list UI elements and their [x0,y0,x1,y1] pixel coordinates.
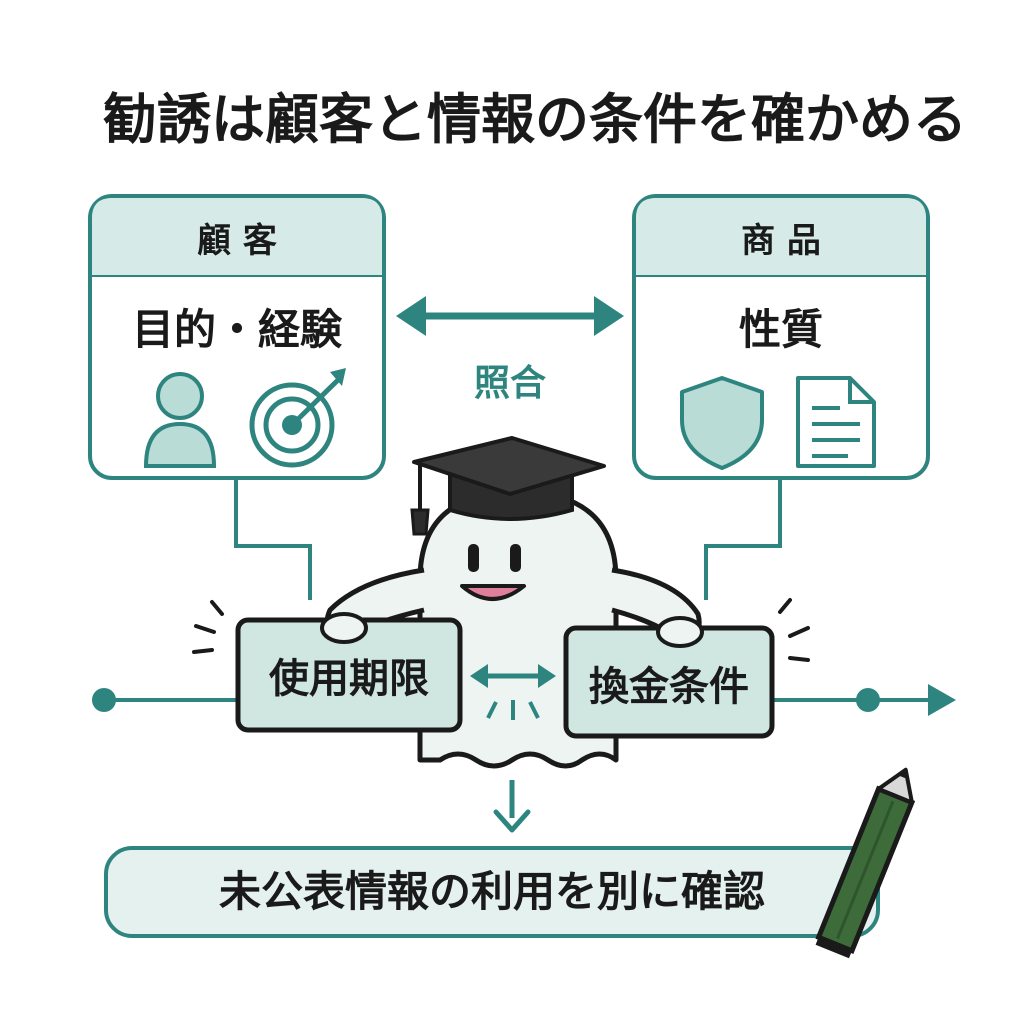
timeline [92,684,956,716]
graduation-cap-icon [410,436,606,536]
document-icon [796,376,876,468]
customer-box-header: 顧 客 [197,221,277,261]
bottom-box-label: 未公表情報の利用を別に確認 [219,867,765,916]
down-arrow [493,780,531,833]
product-box: 商 品 性質 [632,194,930,480]
motion-marks-left [192,600,224,654]
motion-marks-right [778,598,810,662]
customer-connector [234,478,312,600]
shield-icon [680,376,764,470]
customer-box-label: 目的・経験 [132,305,343,354]
right-hand [656,616,704,648]
tag-right: 換金条件 [563,625,775,739]
person-icon [143,372,217,468]
product-box-header: 商 品 [741,221,821,261]
tag-left-label: 使用期限 [269,656,429,702]
tag-double-arrow [470,664,556,720]
tag-left: 使用期限 [235,617,463,733]
bottom-box: 未公表情報の利用を別に確認 [104,846,880,938]
page-title: 勧誘は顧客と情報の条件を確かめる [103,88,967,151]
match-label: 照合 [474,363,546,404]
pencil-icon [815,767,916,959]
tag-right-label: 換金条件 [589,664,749,710]
product-box-label: 性質 [739,305,823,354]
match-double-arrow [396,296,624,336]
customer-box: 顧 客 目的・経験 [88,194,386,480]
left-hand [320,612,368,644]
product-connector [704,478,782,600]
target-icon [249,368,346,468]
